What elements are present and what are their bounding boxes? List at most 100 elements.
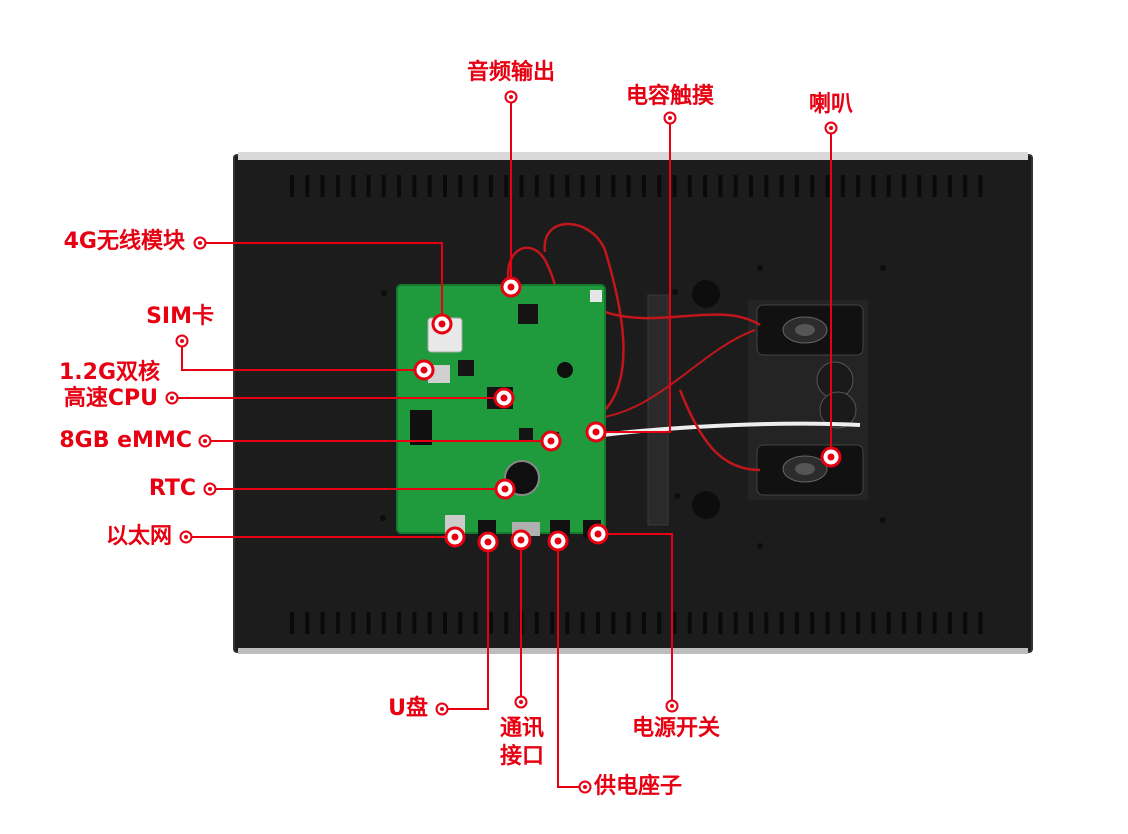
- back-panel: [233, 152, 1033, 654]
- vent-slot: [810, 175, 815, 197]
- label-cpu-line2: 高速CPU: [63, 386, 158, 411]
- vent-slot: [764, 175, 769, 197]
- leader-dot-center: [583, 785, 587, 789]
- vent-slot: [626, 175, 631, 197]
- leader-dot-center: [170, 396, 174, 400]
- vent-slot: [290, 175, 294, 197]
- vent-slot: [305, 175, 310, 197]
- leader-dot-center: [517, 536, 525, 544]
- vent-slot: [443, 175, 447, 197]
- vent-slot: [290, 612, 294, 634]
- label-audio-out: 音频输出: [466, 60, 555, 85]
- vent-slot: [458, 612, 463, 634]
- vent-slot: [519, 175, 524, 197]
- leader-dot-center: [554, 537, 562, 545]
- foam-strip: [647, 294, 669, 526]
- vent-slot: [657, 612, 662, 634]
- vent-slot: [641, 175, 646, 197]
- vent-slot: [886, 612, 891, 634]
- vent-slot: [320, 612, 325, 634]
- vent-slot: [840, 175, 845, 197]
- vent-slot: [565, 175, 570, 197]
- label-comm-line2: 接口: [499, 744, 544, 769]
- vent-slot: [978, 175, 983, 197]
- vent-slot: [703, 175, 708, 197]
- vent-slot: [351, 175, 356, 197]
- leader-dot-center: [420, 366, 428, 374]
- screw-holes: [380, 265, 886, 549]
- label-4g-module: 4G无线模块: [63, 229, 185, 254]
- label-power-socket: 供电座子: [594, 774, 683, 799]
- vent-slot: [825, 175, 830, 197]
- vent-slot: [856, 175, 861, 197]
- vent-slot: [733, 175, 738, 197]
- vent-slot: [657, 175, 662, 197]
- vent-slot: [871, 612, 876, 634]
- vent-slot: [366, 175, 371, 197]
- vent-slot: [932, 612, 937, 634]
- vent-slot: [550, 612, 555, 634]
- leader-dot-center: [500, 394, 508, 402]
- leader-dot-center: [484, 538, 492, 546]
- vent-slot: [320, 175, 325, 197]
- vent-slot: [902, 612, 906, 634]
- vent-slot: [794, 175, 799, 197]
- leader-lines: [172, 97, 832, 788]
- vent-slot: [335, 612, 340, 634]
- vent-slot: [534, 175, 539, 197]
- vent-slot: [779, 612, 784, 634]
- pcb-board: [396, 282, 606, 538]
- vent-slot: [412, 612, 417, 634]
- vent-slot: [810, 612, 815, 634]
- vent-slot: [504, 175, 509, 197]
- leader-dot-center: [440, 707, 444, 711]
- label-capacitive-touch: 电容触摸: [625, 84, 714, 109]
- vent-slot: [733, 612, 738, 634]
- label-ethernet: 以太网: [105, 524, 172, 549]
- vent-slot: [840, 612, 845, 634]
- leader-dot-center: [547, 437, 555, 445]
- vent-slot: [366, 612, 371, 634]
- vent-slot: [397, 175, 402, 197]
- leader-dot-center: [208, 487, 212, 491]
- vent-slot: [596, 612, 600, 634]
- vent-slot: [917, 612, 922, 634]
- leader-dot-center: [180, 339, 184, 343]
- vent-slot: [902, 175, 906, 197]
- leader-dot-center: [203, 439, 207, 443]
- vent-slot: [794, 612, 799, 634]
- vent-slot: [963, 612, 968, 634]
- vent-slot: [534, 612, 539, 634]
- vent-slot: [672, 175, 677, 197]
- vent-slot: [335, 175, 340, 197]
- vent-slot: [978, 612, 983, 634]
- leader-dot-center: [829, 126, 833, 130]
- vent-slot: [381, 175, 386, 197]
- leader-dot-center: [509, 95, 513, 99]
- leader-dot-center: [670, 704, 674, 708]
- vent-slot: [611, 175, 616, 197]
- vent-slot: [917, 175, 922, 197]
- vent-slot: [626, 612, 631, 634]
- vent-slot: [412, 175, 417, 197]
- leader-dot-center: [592, 428, 600, 436]
- vent-slot: [779, 175, 784, 197]
- vent-slot: [397, 612, 402, 634]
- leader-dot-center: [507, 283, 515, 291]
- vent-slot: [351, 612, 356, 634]
- vent-slot: [596, 175, 600, 197]
- vent-slot: [749, 612, 753, 634]
- label-usb-disk: U盘: [388, 696, 428, 721]
- vent-slot: [458, 175, 463, 197]
- vent-slot: [443, 612, 447, 634]
- vent-slot: [718, 175, 723, 197]
- vent-slot: [580, 175, 585, 197]
- leader-dot-center: [519, 700, 523, 704]
- speaker-mount: [748, 300, 868, 500]
- vent-slot: [825, 612, 830, 634]
- vent-slot: [687, 612, 692, 634]
- leader-dot-center: [184, 535, 188, 539]
- vent-slot: [381, 612, 386, 634]
- leader-dot-center: [827, 453, 835, 461]
- leader-dots: [165, 90, 842, 794]
